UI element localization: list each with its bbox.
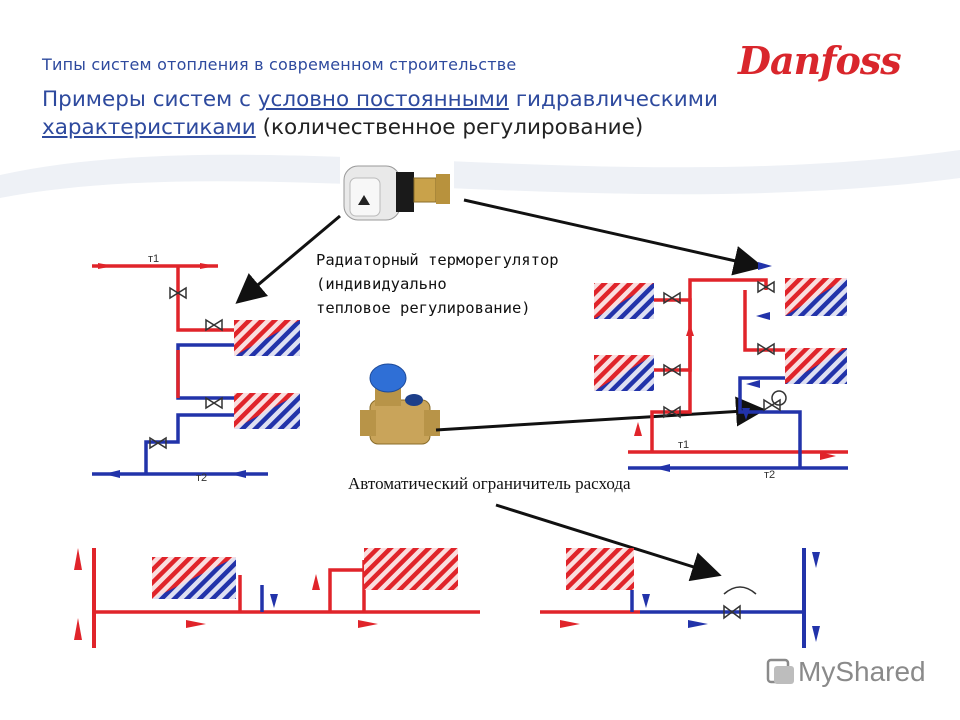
pointer-arrows bbox=[235, 198, 766, 582]
flow-limiter-image bbox=[360, 363, 440, 445]
thermostat-label: Радиаторный терморегулятор (индивидуальн… bbox=[316, 251, 559, 317]
left-pipe-t2-label: т2 bbox=[196, 472, 207, 484]
myshared-icon bbox=[766, 658, 794, 684]
slide-subtitle: Типы систем отопления в современном стро… bbox=[42, 55, 517, 74]
title-underlined-1: условно постоянными bbox=[257, 87, 509, 112]
myshared-watermark: MyShared bbox=[766, 656, 926, 688]
title-underlined-2: характеристиками bbox=[42, 115, 256, 140]
title-text-3: (количественное регулирование) bbox=[255, 115, 644, 140]
flow-limiter-label: Автоматический ограничитель расхода bbox=[348, 474, 631, 493]
bottom-scheme bbox=[74, 548, 820, 648]
left-scheme: т1 т2 bbox=[92, 253, 300, 484]
slide-title: Примеры систем с условно постоянными гид… bbox=[42, 86, 822, 142]
title-text-2: гидравлическими bbox=[508, 87, 718, 112]
danfoss-logo: Danfoss bbox=[738, 38, 902, 83]
thermostat-valve-image bbox=[340, 152, 454, 226]
title-text-1: Примеры систем с bbox=[42, 87, 258, 112]
right-pipe-t2-label: т2 bbox=[764, 469, 775, 481]
right-scheme: т1 т2 bbox=[594, 262, 848, 481]
right-pipe-t1-label: т1 bbox=[678, 439, 689, 451]
left-pipe-t1-label: т1 bbox=[148, 253, 159, 265]
myshared-text: MyShared bbox=[798, 656, 926, 687]
